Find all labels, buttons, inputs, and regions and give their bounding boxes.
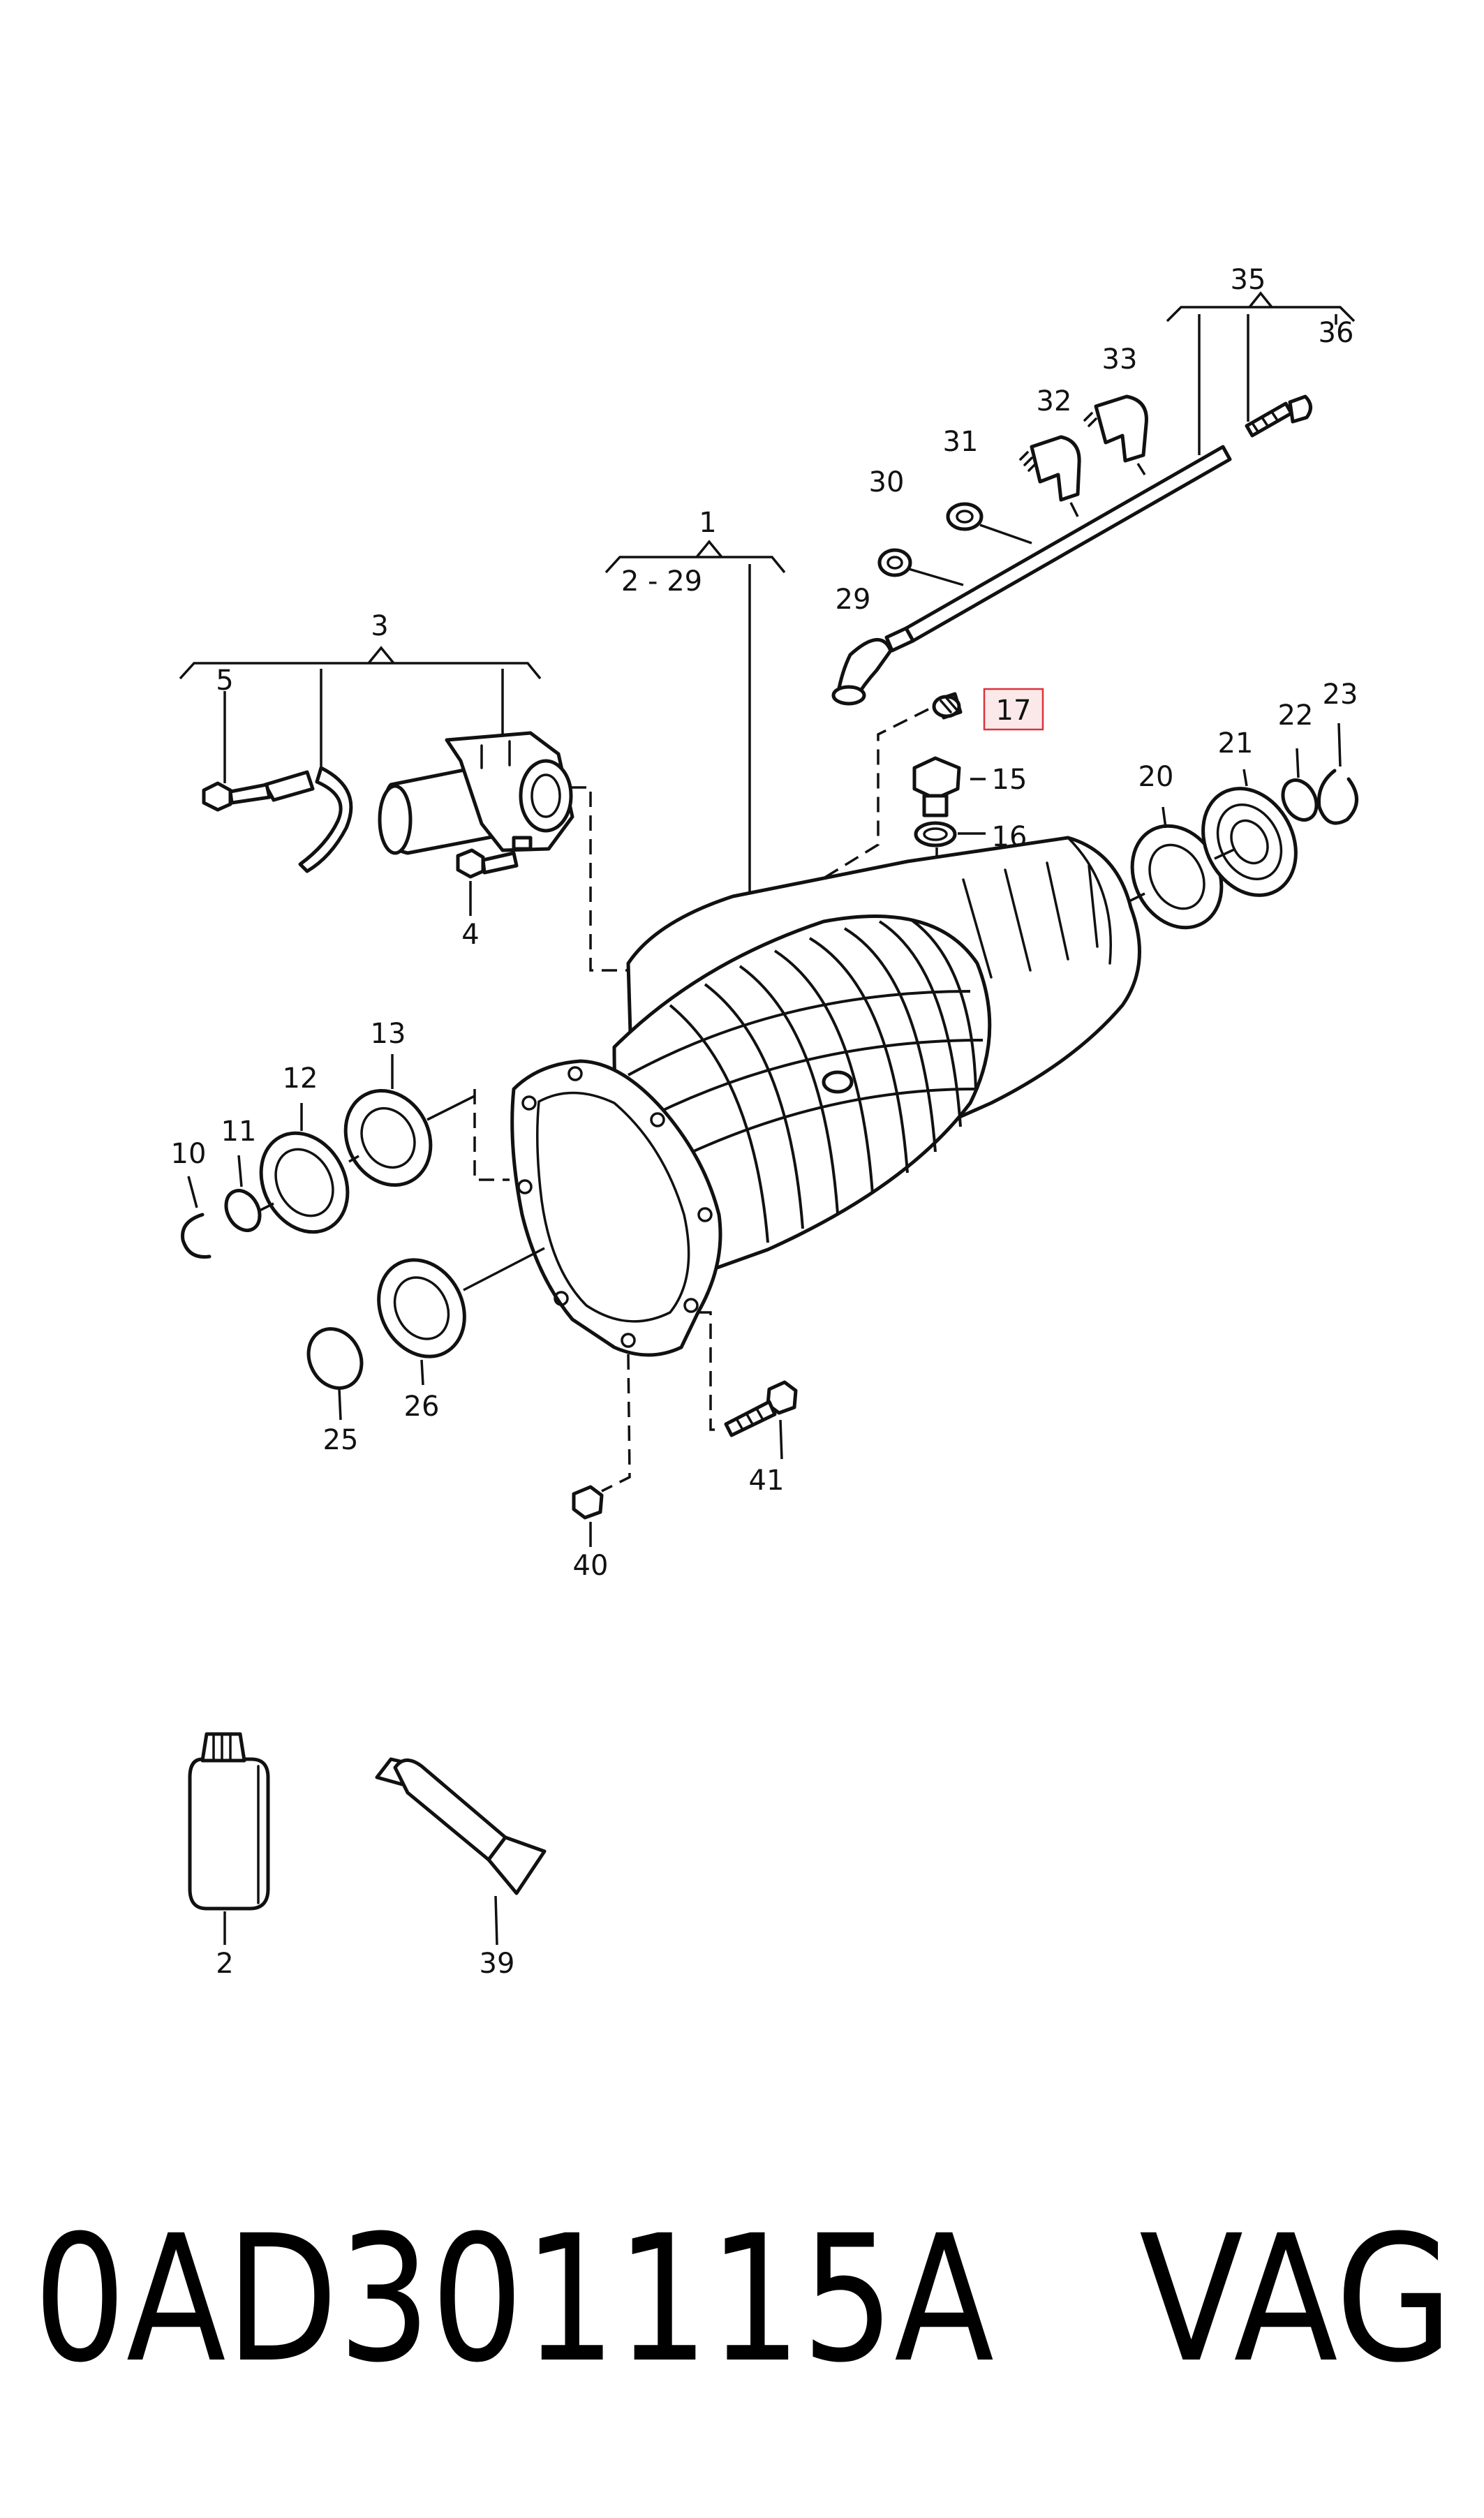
- seal-12: [259, 1131, 350, 1234]
- label-1: 1: [699, 507, 716, 539]
- label-36: 36: [1319, 317, 1354, 349]
- drain-plug-15: [912, 756, 961, 817]
- label-12: 12: [283, 1062, 318, 1095]
- label-3: 3: [371, 610, 388, 642]
- label-40: 40: [573, 1550, 609, 1582]
- bracket-group-3: [179, 646, 542, 766]
- bolt-5: [202, 781, 272, 812]
- seal-13: [343, 1088, 433, 1187]
- highlight-box-17[interactable]: 17: [983, 688, 1044, 731]
- oil-bottle-2: [188, 1732, 270, 1911]
- label-25: 25: [323, 1424, 359, 1456]
- bolt-4: [456, 848, 519, 879]
- callout-labels: 35 36 33 32 31 30 1 2 - 29 29 3 23 5 22 …: [171, 264, 1358, 1980]
- seal-26: [377, 1258, 466, 1358]
- o-ring-11: [224, 1189, 262, 1232]
- label-11: 11: [221, 1116, 257, 1148]
- sealant-tube-39: [375, 1757, 547, 1895]
- label-4: 4: [461, 919, 479, 951]
- label-29: 29: [836, 584, 871, 616]
- circlip-23: [1316, 769, 1358, 825]
- label-33: 33: [1102, 343, 1138, 376]
- label-32: 32: [1037, 385, 1072, 417]
- label-22: 22: [1278, 699, 1314, 732]
- label-15: 15: [992, 764, 1027, 796]
- hose-clip-33: [1083, 394, 1148, 463]
- bolt-36: [1245, 394, 1312, 438]
- label-10: 10: [171, 1138, 207, 1170]
- brand-label: VAG: [1139, 2198, 1453, 2401]
- strap-3: [263, 766, 353, 873]
- bracket-group-35: [1166, 291, 1356, 455]
- o-ring-25: [306, 1327, 364, 1390]
- part-number-title: 0AD301115A: [34, 2198, 994, 2401]
- shift-actuator-3: [378, 731, 574, 855]
- label-20: 20: [1138, 761, 1174, 793]
- part-17-plug: [932, 692, 963, 720]
- label-5: 5: [216, 665, 233, 697]
- breather-hose-assembly: [831, 394, 1312, 706]
- label-35: 35: [1231, 264, 1266, 296]
- label-31: 31: [943, 426, 979, 458]
- label-2: 2: [216, 1948, 233, 1980]
- label-1-range: 2 - 29: [621, 565, 702, 598]
- bracket-group-1: [604, 540, 786, 905]
- seal-ring-16: [914, 821, 957, 847]
- label-16: 16: [992, 821, 1027, 853]
- label-30: 30: [869, 466, 905, 498]
- label-23: 23: [1323, 679, 1358, 711]
- label-21: 21: [1218, 727, 1254, 760]
- bolt-41: [724, 1380, 798, 1437]
- hose-clamp-31: [946, 502, 984, 531]
- label-13: 13: [371, 1018, 406, 1050]
- label-39: 39: [480, 1948, 515, 1980]
- label-41: 41: [749, 1465, 785, 1497]
- label-26: 26: [404, 1391, 440, 1423]
- circlip-10: [181, 1213, 212, 1259]
- label-17: 17: [996, 695, 1032, 727]
- transmission-housing: [510, 836, 1141, 1357]
- o-ring-22: [1281, 778, 1319, 822]
- hose-clamp-30: [877, 548, 912, 577]
- nut-40: [572, 1485, 604, 1520]
- hose-clip-32: [1019, 435, 1081, 502]
